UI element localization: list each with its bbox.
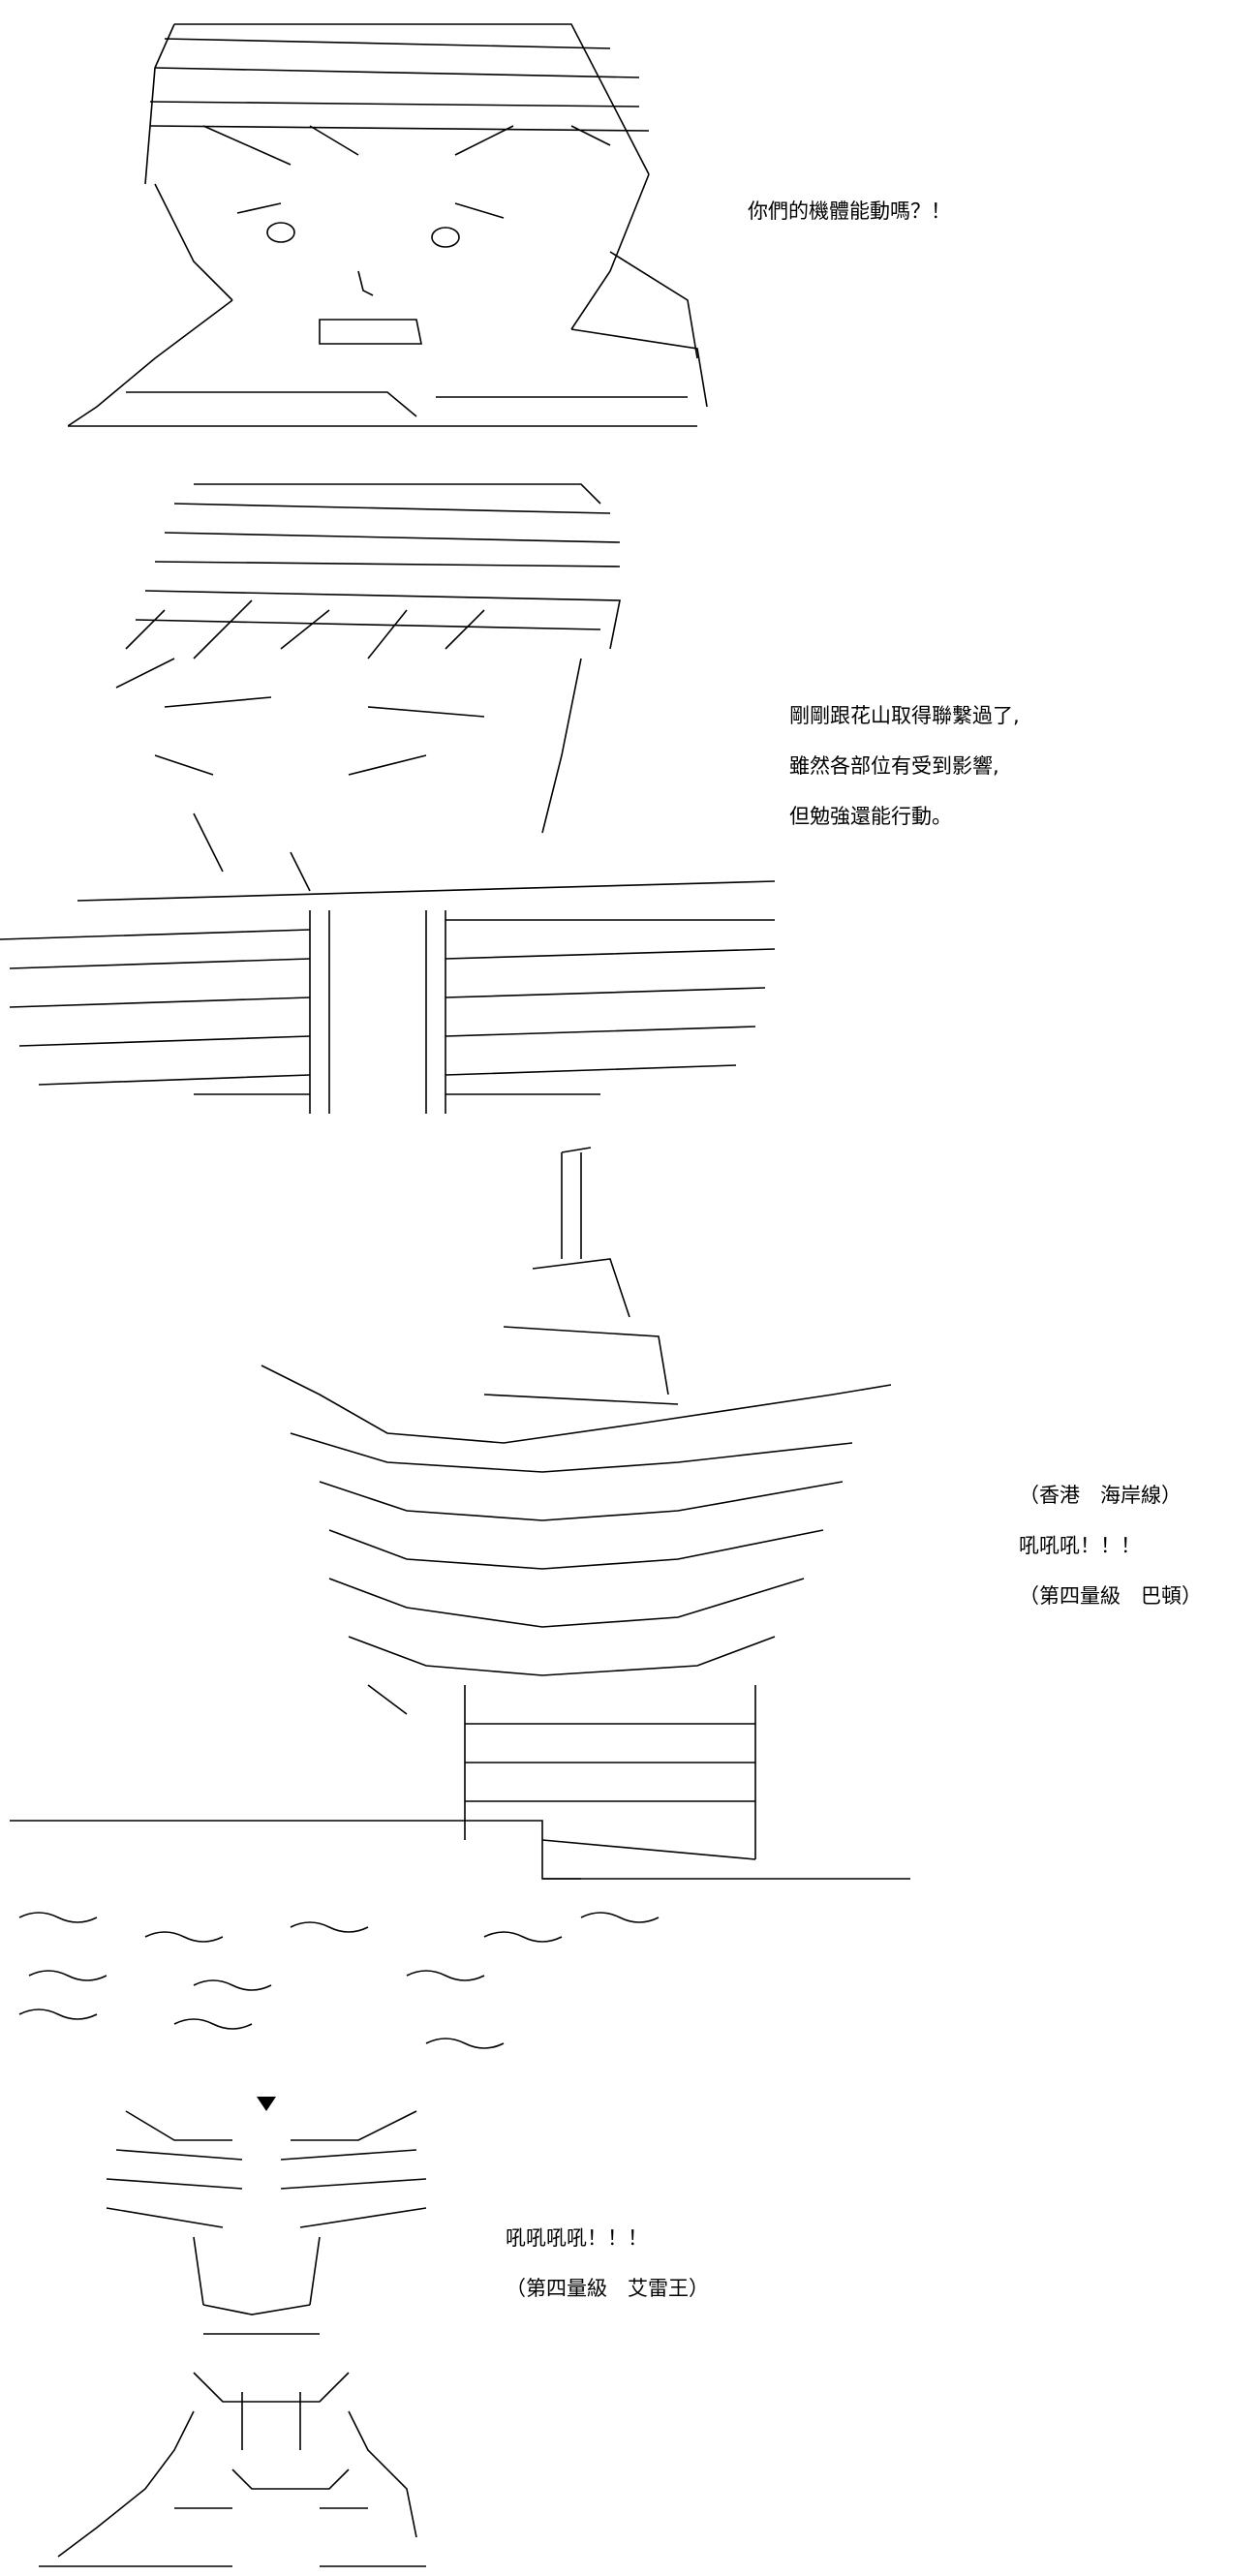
ascii-art-drawing bbox=[10, 1147, 910, 2049]
ascii-art-character-1 bbox=[68, 10, 726, 436]
ascii-art-kaiju-2 bbox=[0, 2082, 484, 2576]
dialogue-line: 剛剛跟花山取得聯繫過了, bbox=[789, 704, 1020, 727]
dialogue-box-2: 剛剛跟花山取得聯繫過了, 雖然各部位有受到影響, 但勉強還能行動。 bbox=[789, 690, 1020, 842]
ascii-art-drawing bbox=[0, 483, 775, 1114]
dialogue-line: 吼吼吼！！！ bbox=[1019, 1534, 1141, 1557]
dialogue-line: 吼吼吼吼！！！ bbox=[506, 2226, 648, 2250]
dialogue-line: （第四量級 艾雷王） bbox=[506, 2277, 709, 2300]
ascii-art-drawing bbox=[39, 2097, 427, 2567]
ascii-art-character-2 bbox=[0, 465, 775, 1114]
ascii-art-kaiju-1 bbox=[0, 1143, 968, 2072]
dialogue-line: 你們的機體能動嗎？！ bbox=[748, 199, 951, 223]
dialogue-line: （香港 海岸線） bbox=[1019, 1484, 1182, 1507]
dialogue-line: 雖然各部位有受到影響, bbox=[789, 754, 999, 778]
dialogue-line: （第四量級 巴頓） bbox=[1019, 1584, 1202, 1608]
dialogue-box-1: 你們的機體能動嗎？！ bbox=[748, 186, 951, 236]
panel-3: （香港 海岸線） 吼吼吼！！！ （第四量級 巴頓） bbox=[0, 1143, 1259, 2072]
panel-1: 你們的機體能動嗎？！ bbox=[0, 0, 1259, 455]
dialogue-line: 但勉強還能行動。 bbox=[789, 805, 952, 828]
ascii-art-drawing bbox=[68, 23, 708, 427]
dialogue-box-4: 吼吼吼吼！！！ （第四量級 艾雷王） bbox=[506, 2213, 709, 2314]
panel-4: 吼吼吼吼！！！ （第四量級 艾雷王） bbox=[0, 2082, 1259, 2576]
panel-2: 剛剛跟花山取得聯繫過了, 雖然各部位有受到影響, 但勉強還能行動。 bbox=[0, 465, 1259, 1114]
dialogue-box-3: （香港 海岸線） 吼吼吼！！！ （第四量級 巴頓） bbox=[1019, 1470, 1202, 1621]
